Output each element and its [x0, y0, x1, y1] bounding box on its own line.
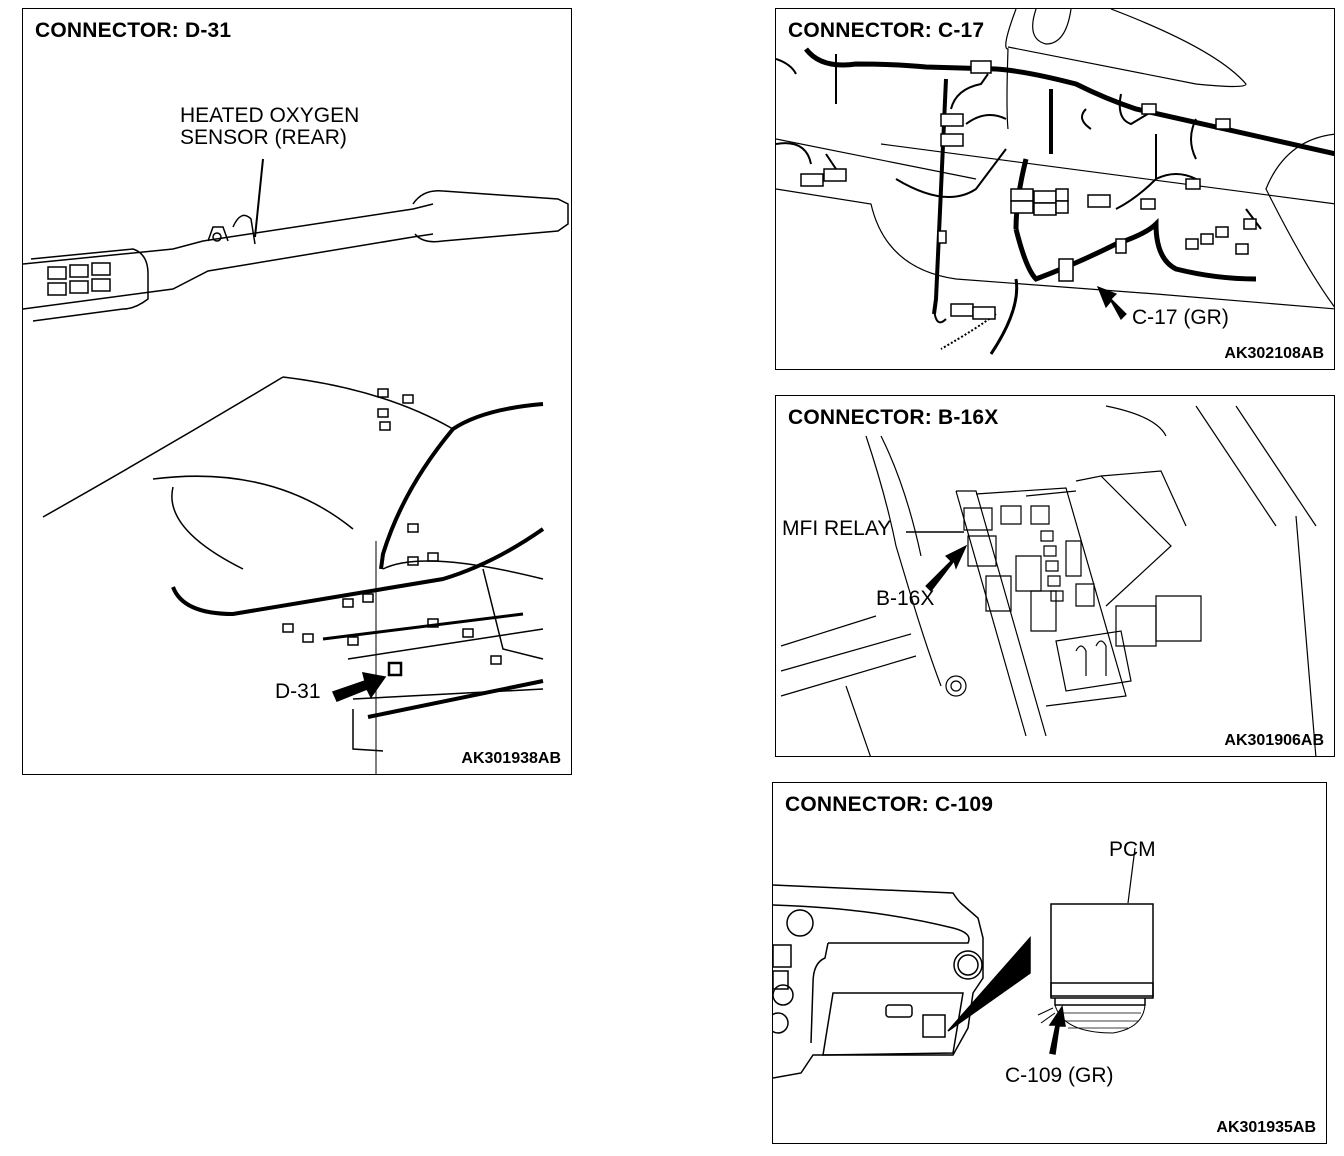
- wiring-harness: [173, 404, 543, 717]
- connector-panel-d31: CONNECTOR: D-31 HEATED OXYGEN SENSOR (RE…: [22, 8, 572, 775]
- oxygen-sensor-icon: [208, 159, 263, 244]
- figure-code: AK301938AB: [461, 750, 561, 767]
- figure-code: AK301906AB: [1224, 732, 1324, 749]
- figure-code: AK302108AB: [1224, 345, 1324, 362]
- panel-title: CONNECTOR: D-31: [35, 19, 236, 43]
- pointer-arrow-icon: [1050, 1007, 1065, 1054]
- exhaust-pipe: [23, 191, 568, 321]
- pointer-arrow-icon: [1098, 287, 1126, 319]
- vehicle-body: [43, 377, 543, 751]
- panel-title: CONNECTOR: C-17: [788, 19, 989, 43]
- connector-panel-c17: CONNECTOR: C-17 C-17 (GR) AK302108AB: [775, 8, 1335, 370]
- component-label: MFI RELAY: [782, 517, 892, 540]
- harness-connectors: [283, 389, 501, 664]
- component-label: HEATED OXYGEN SENSOR (REAR): [180, 104, 360, 150]
- connector-panel-b16x: CONNECTOR: B-16X MFI RELAY B-16X AK30190…: [775, 395, 1335, 757]
- dashboard-pcm-drawing: [773, 783, 1327, 1144]
- panel-title: CONNECTOR: B-16X: [788, 406, 1003, 430]
- component-label-line2: SENSOR (REAR): [180, 126, 347, 150]
- figure-code: AK301935AB: [1216, 1119, 1316, 1136]
- connector-panel-c109: CONNECTOR: C-109 PCM C-109 (GR) AK301935…: [772, 782, 1327, 1144]
- dashboard: [773, 885, 1030, 1078]
- connector-label: D-31: [275, 680, 321, 703]
- pcm-module-icon: [1038, 848, 1153, 1033]
- connector-label: C-109 (GR): [1005, 1064, 1114, 1087]
- panel-title: CONNECTOR: C-109: [785, 793, 998, 817]
- relay-box-drawing: [776, 396, 1335, 757]
- main-harness: [806, 49, 1335, 314]
- exhaust-and-vehicle-drawing: [23, 9, 572, 775]
- body-outline: [781, 406, 1316, 757]
- pointer-arrow-icon: [333, 673, 385, 701]
- instrument-panel-harness-drawing: [776, 9, 1335, 370]
- panel-outline: [776, 9, 1335, 309]
- component-label-line1: HEATED OXYGEN: [180, 104, 360, 127]
- harness-connectors: [801, 61, 1256, 319]
- connector-label: C-17 (GR): [1132, 306, 1229, 329]
- component-label: PCM: [1109, 838, 1156, 861]
- relay-box: [956, 471, 1201, 736]
- pointer-arrow-icon: [926, 546, 966, 591]
- connector-label: B-16X: [876, 587, 935, 610]
- d31-connector-icon: [376, 541, 401, 774]
